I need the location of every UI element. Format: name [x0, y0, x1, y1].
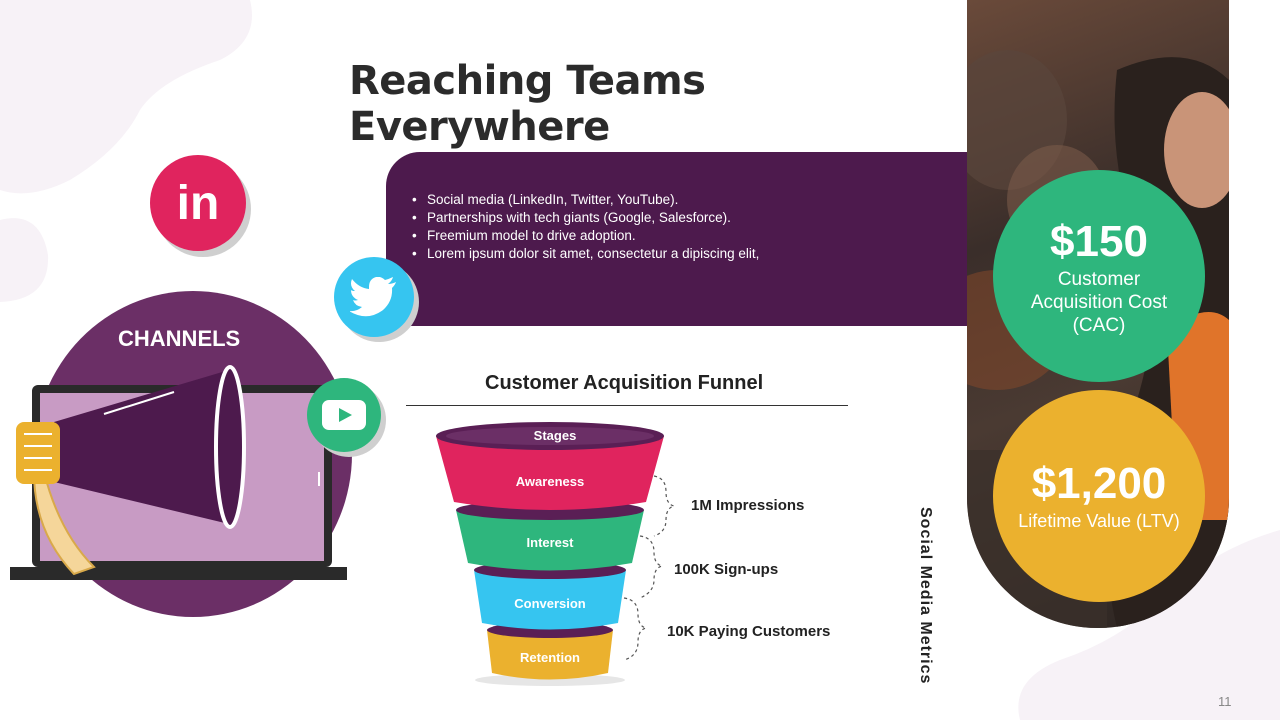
metric-paying-customers: 10K Paying Customers — [667, 623, 831, 640]
bullet-item: Partnerships with tech giants (Google, S… — [410, 209, 950, 227]
youtube-play-icon — [322, 400, 366, 430]
bullet-item: Lorem ipsum dolor sit amet, consectetur … — [410, 245, 950, 263]
ltv-kpi-circle: $1,200 Lifetime Value (LTV) — [993, 390, 1205, 602]
metric-impressions: 1M Impressions — [691, 497, 805, 514]
bullet-item: Freemium model to drive adoption. — [410, 227, 950, 245]
twitter-bird-icon — [350, 277, 396, 317]
youtube-icon[interactable] — [307, 378, 381, 452]
cac-label: Customer Acquisition Cost (CAC) — [1030, 269, 1168, 336]
slide-title: Reaching Teams Everywhere — [349, 58, 706, 150]
funnel-stage-interest: Interest — [526, 535, 574, 550]
funnel-title-divider — [406, 405, 848, 406]
funnel-stage-header: Stages — [533, 428, 577, 443]
megaphone-icon — [16, 365, 246, 576]
bullet-list: Social media (LinkedIn, Twitter, YouTube… — [410, 191, 950, 263]
page-number: 11 — [1218, 694, 1232, 709]
background-blob-bottom-right — [1018, 530, 1280, 720]
funnel-brackets — [623, 475, 675, 661]
linkedin-icon[interactable]: in — [150, 155, 246, 251]
background-blob-top-left — [0, 0, 252, 302]
metric-signups: 100K Sign-ups — [674, 561, 779, 578]
cac-kpi-circle: $150 Customer Acquisition Cost (CAC) — [993, 170, 1205, 382]
channels-label: CHANNELS — [118, 326, 241, 351]
funnel-stage-conversion: Conversion — [514, 596, 586, 611]
bullet-item: Social media (LinkedIn, Twitter, YouTube… — [410, 191, 950, 209]
twitter-icon[interactable] — [334, 257, 414, 337]
ltv-value: $1,200 — [1031, 459, 1167, 508]
funnel-stage-retention: Retention — [520, 650, 580, 665]
funnel-stage-awareness: Awareness — [515, 474, 585, 489]
social-media-metrics-label: Social Media Metrics — [917, 507, 934, 685]
ltv-label: Lifetime Value (LTV) — [1018, 511, 1180, 531]
funnel-title: Customer Acquisition Funnel — [485, 372, 764, 394]
cac-value: $150 — [1050, 217, 1148, 266]
funnel-graphic — [436, 422, 664, 686]
linkedin-icon-text: in — [176, 176, 220, 230]
